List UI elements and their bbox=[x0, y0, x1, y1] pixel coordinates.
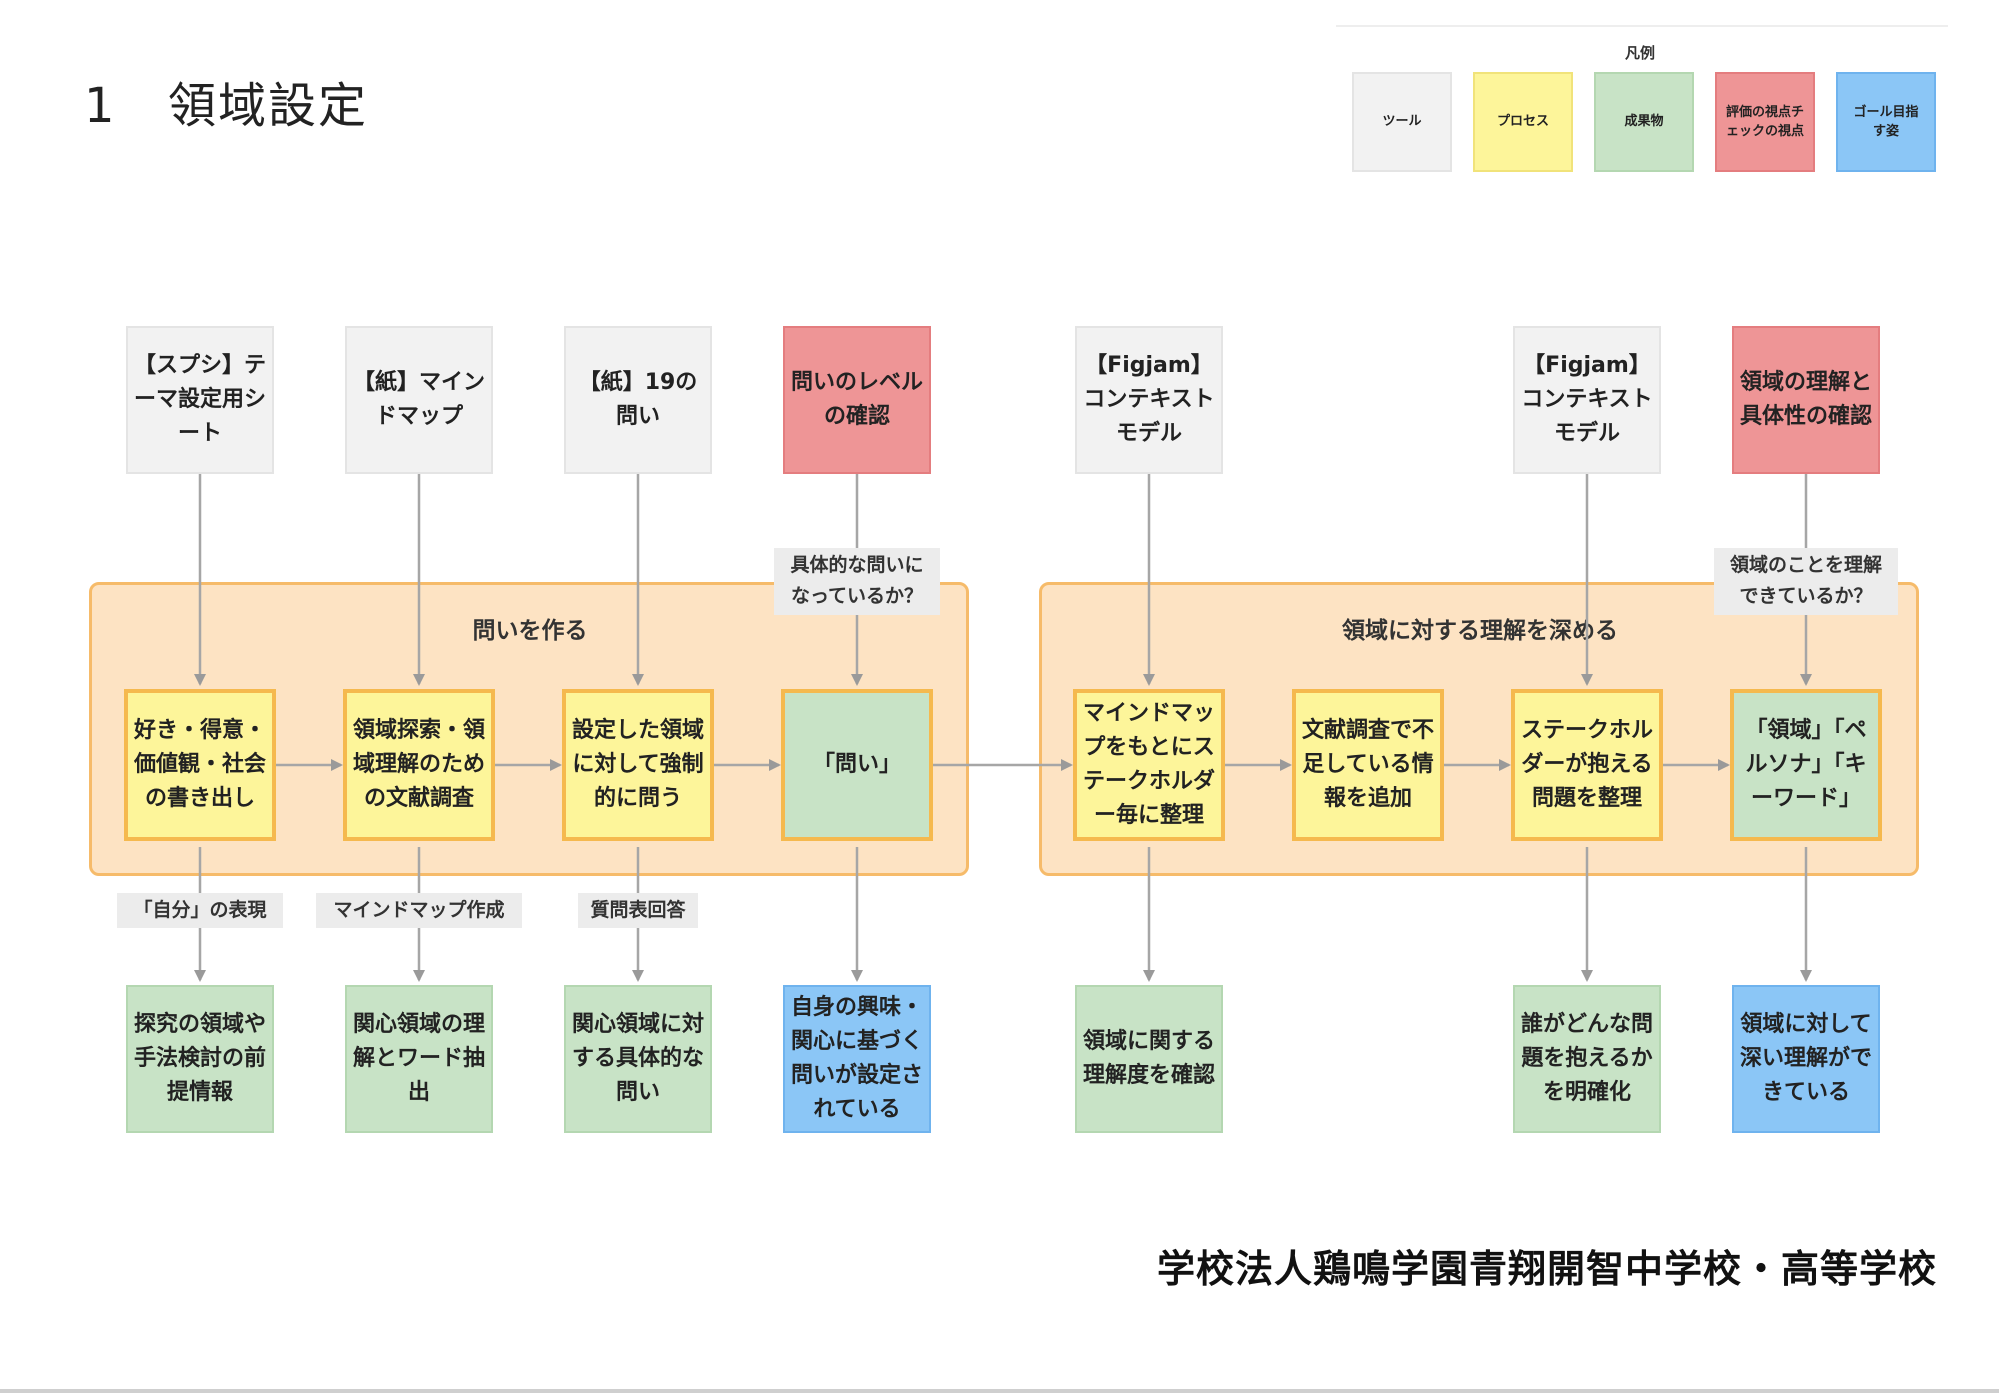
output-domain-persona-keyword: 「領域」「ペルソナ」「キーワード」 bbox=[1730, 689, 1882, 841]
process-write-out-self: 好き・得意・価値観・社会の書き出し bbox=[124, 689, 276, 841]
check-label-domain-understood: 領域のことを理解できているか？ bbox=[1714, 548, 1898, 615]
tool-19-questions: 【紙】19の問い bbox=[564, 326, 712, 474]
tool-mindmap-paper: 【紙】マインドマップ bbox=[345, 326, 493, 474]
legend-divider bbox=[1336, 25, 1948, 27]
legend-item-tool: ツール bbox=[1352, 72, 1452, 172]
legend-item-output: 成果物 bbox=[1594, 72, 1694, 172]
check-label-concrete-question: 具体的な問いになっているか？ bbox=[774, 548, 940, 615]
tool-theme-sheet: 【スプシ】テーマ設定用シート bbox=[126, 326, 274, 474]
bottom-rule bbox=[0, 1389, 1999, 1393]
result-understanding-check: 領域に関する理解度を確認 bbox=[1075, 985, 1223, 1133]
goal-question-set: 自身の興味・関心に基づく問いが設定されている bbox=[783, 985, 931, 1133]
group-deepen-understanding-label: 領域に対する理解を深める bbox=[1342, 618, 1618, 644]
tool-figjam-context-2: 【Figjam】コンテキストモデル bbox=[1513, 326, 1661, 474]
process-literature-survey: 領域探索・領域理解のための文献調査 bbox=[343, 689, 495, 841]
page-title: 1 領域設定 bbox=[84, 66, 368, 136]
process-force-questions: 設定した領域に対して強制的に問う bbox=[562, 689, 714, 841]
result-concrete-question: 関心領域に対する具体的な問い bbox=[564, 985, 712, 1133]
goal-deep-understanding: 領域に対して深い理解ができている bbox=[1732, 985, 1880, 1133]
process-add-missing-info: 文献調査で不足している情報を追加 bbox=[1292, 689, 1444, 841]
tool-figjam-context-1: 【Figjam】コンテキストモデル bbox=[1075, 326, 1223, 474]
legend-item-goal: ゴール目指す姿 bbox=[1836, 72, 1936, 172]
edge-label-mindmap: マインドマップ作成 bbox=[316, 893, 522, 929]
legend-item-process: プロセス bbox=[1473, 72, 1573, 172]
section-number: 1 bbox=[84, 78, 117, 134]
check-domain-understanding: 領域の理解と具体性の確認 bbox=[1732, 326, 1880, 474]
school-name: 学校法人鶏鳴学園青翔開智中学校・高等学校 bbox=[1156, 1247, 1937, 1291]
group-make-question-label: 問いを作る bbox=[472, 618, 588, 644]
process-organize-problems: ステークホルダーが抱える問題を整理 bbox=[1511, 689, 1663, 841]
output-question: 「問い」 bbox=[781, 689, 933, 841]
result-interest-keywords: 関心領域の理解とワード抽出 bbox=[345, 985, 493, 1133]
result-research-premise: 探究の領域や手法検討の前提情報 bbox=[126, 985, 274, 1133]
legend-title: 凡例 bbox=[1624, 44, 1655, 62]
edge-label-questionnaire: 質問表回答 bbox=[578, 893, 698, 929]
process-organize-stakeholders: マインドマップをもとにステークホルダー毎に整理 bbox=[1073, 689, 1225, 841]
check-question-level: 問いのレベルの確認 bbox=[783, 326, 931, 474]
legend-item-evaluation: 評価の視点チェックの視点 bbox=[1715, 72, 1815, 172]
edge-label-self-expression: 「自分」の表現 bbox=[117, 893, 283, 929]
section-title: 領域設定 bbox=[168, 78, 369, 134]
result-problem-clarified: 誰がどんな問題を抱えるかを明確化 bbox=[1513, 985, 1661, 1133]
